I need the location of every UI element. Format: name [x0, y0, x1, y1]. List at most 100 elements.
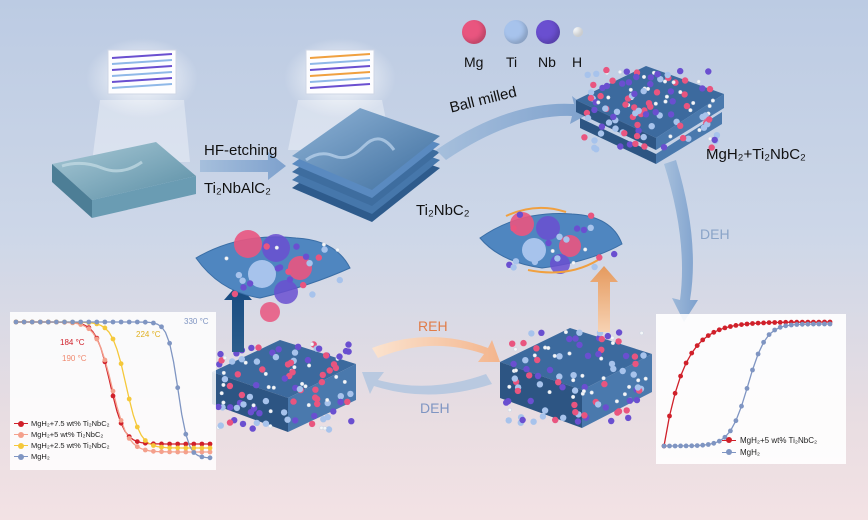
plot-marker: [705, 442, 711, 447]
atom-particle: [697, 128, 702, 133]
plot-marker: [142, 438, 148, 443]
plot-marker: [728, 428, 733, 434]
atom-particle: [530, 418, 537, 425]
mxene-stack: [292, 108, 440, 222]
atom-particle: [648, 123, 655, 130]
plot-marker: [761, 339, 766, 345]
atom-particle: [554, 255, 561, 262]
plot-marker: [661, 443, 667, 449]
atom-particle: [597, 130, 605, 137]
plot-marker: [175, 449, 181, 455]
atom-particle: [627, 384, 632, 389]
plot-marker: [794, 322, 800, 327]
atom-particle: [614, 399, 619, 404]
plot-marker: [118, 319, 124, 325]
atom-particle: [572, 335, 579, 342]
plot-marker: [733, 323, 739, 328]
plot-marker: [167, 340, 173, 346]
plot-marker: [744, 321, 750, 327]
plot-marker: [175, 441, 181, 447]
atom-particle: [286, 276, 294, 283]
plot-marker: [207, 455, 213, 461]
plot-marker: [126, 396, 132, 402]
atom-particle: [240, 401, 247, 408]
atom-particle: [705, 68, 712, 75]
atom-particle: [336, 276, 343, 284]
atom-particle: [533, 345, 540, 352]
plot-marker: [772, 320, 778, 325]
atom-particle: [287, 359, 295, 366]
atom-particle: [691, 100, 696, 106]
atom-particle: [601, 380, 608, 388]
atom-particle: [342, 379, 347, 384]
plot-marker: [199, 449, 205, 455]
atom-particle: [573, 225, 581, 232]
plot-marker: [799, 321, 805, 327]
plot-marker: [199, 441, 205, 447]
atom-particle: [631, 353, 639, 360]
atom-particle: [641, 74, 647, 79]
atom-particle: [268, 409, 273, 414]
atom-particle: [224, 256, 229, 261]
plot-marker: [183, 449, 189, 455]
tpd-legend-item: MgH₂+7.5 wt% Ti₂NbC₂: [14, 418, 110, 429]
atom-particle: [669, 98, 676, 105]
atom-particle: [311, 412, 318, 420]
atom-particle: [660, 144, 668, 151]
atom-particle: [596, 100, 601, 105]
atom-particle: [571, 387, 579, 394]
atom-particle: [652, 109, 659, 116]
atom-particle: [590, 81, 597, 89]
plot-marker: [667, 443, 672, 449]
plot-marker: [159, 441, 164, 447]
plot-marker: [207, 449, 213, 455]
atom-particle: [566, 335, 573, 343]
atom-particle: [700, 124, 708, 131]
atom-h-icon: [573, 27, 583, 37]
atom-particle: [221, 400, 226, 405]
atom-particle: [514, 387, 522, 395]
zoom-beam-max: [92, 100, 190, 162]
atom-particle: [292, 417, 299, 424]
atom-particle: [681, 91, 688, 98]
atom-particle: [274, 245, 279, 250]
atom-particle: [234, 371, 241, 378]
atom-particle: [280, 409, 288, 416]
reh-label: REH: [418, 318, 448, 334]
atom-particle: [546, 366, 554, 374]
atom-nb-label: Nb: [538, 54, 556, 70]
atom-particle: [231, 290, 239, 298]
tpd-plot: [10, 312, 216, 470]
kinetics-legend-item: MgH₂: [722, 446, 817, 458]
atom-particle: [509, 340, 516, 347]
atom-particle: [308, 420, 316, 428]
plot-marker: [78, 319, 84, 325]
plot-marker: [175, 385, 181, 391]
atom-particle: [294, 343, 302, 350]
atom-mg-label: Mg: [464, 54, 484, 70]
plot-marker: [118, 418, 124, 423]
atom-particle: [256, 410, 263, 417]
atom-particle: [217, 350, 224, 358]
legend-swatch: [14, 420, 28, 428]
atom-particle: [247, 409, 255, 416]
atom-particle: [681, 77, 689, 84]
atom-particle: [259, 366, 266, 373]
atom-particle: [556, 233, 563, 240]
atom-particle: [685, 135, 692, 142]
atom-particle: [550, 248, 555, 254]
plot-marker: [816, 321, 822, 327]
atom-particle: [309, 291, 316, 298]
plot-marker: [207, 445, 213, 451]
atom-particle: [679, 134, 687, 142]
atom-particle: [619, 367, 626, 375]
plot-marker: [728, 324, 733, 329]
plot-marker: [827, 321, 833, 327]
atom-particle: [662, 79, 668, 84]
legend-swatch: [14, 453, 28, 461]
atom-particle: [640, 133, 647, 141]
plot-marker: [142, 447, 148, 453]
plot-marker: [70, 319, 75, 325]
plot-marker: [167, 441, 173, 447]
tpd-annotation-184: 184 °C: [60, 338, 85, 347]
